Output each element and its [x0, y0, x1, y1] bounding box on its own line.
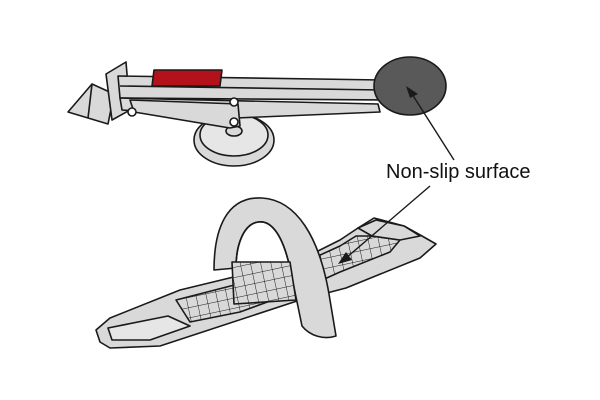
- toe-plate: [107, 315, 191, 341]
- grip: [151, 69, 223, 87]
- callout-leaders: [338, 86, 455, 264]
- non-slip-surface-label: Non-slip surface: [386, 161, 531, 183]
- arch-textured-sole: [231, 261, 297, 305]
- foot-door-lifter: [95, 197, 437, 349]
- lever-door-lifter: [67, 56, 447, 167]
- non-slip-pad: [373, 56, 447, 116]
- pivot-bracket: [129, 99, 241, 129]
- roller-wheel: [193, 113, 275, 167]
